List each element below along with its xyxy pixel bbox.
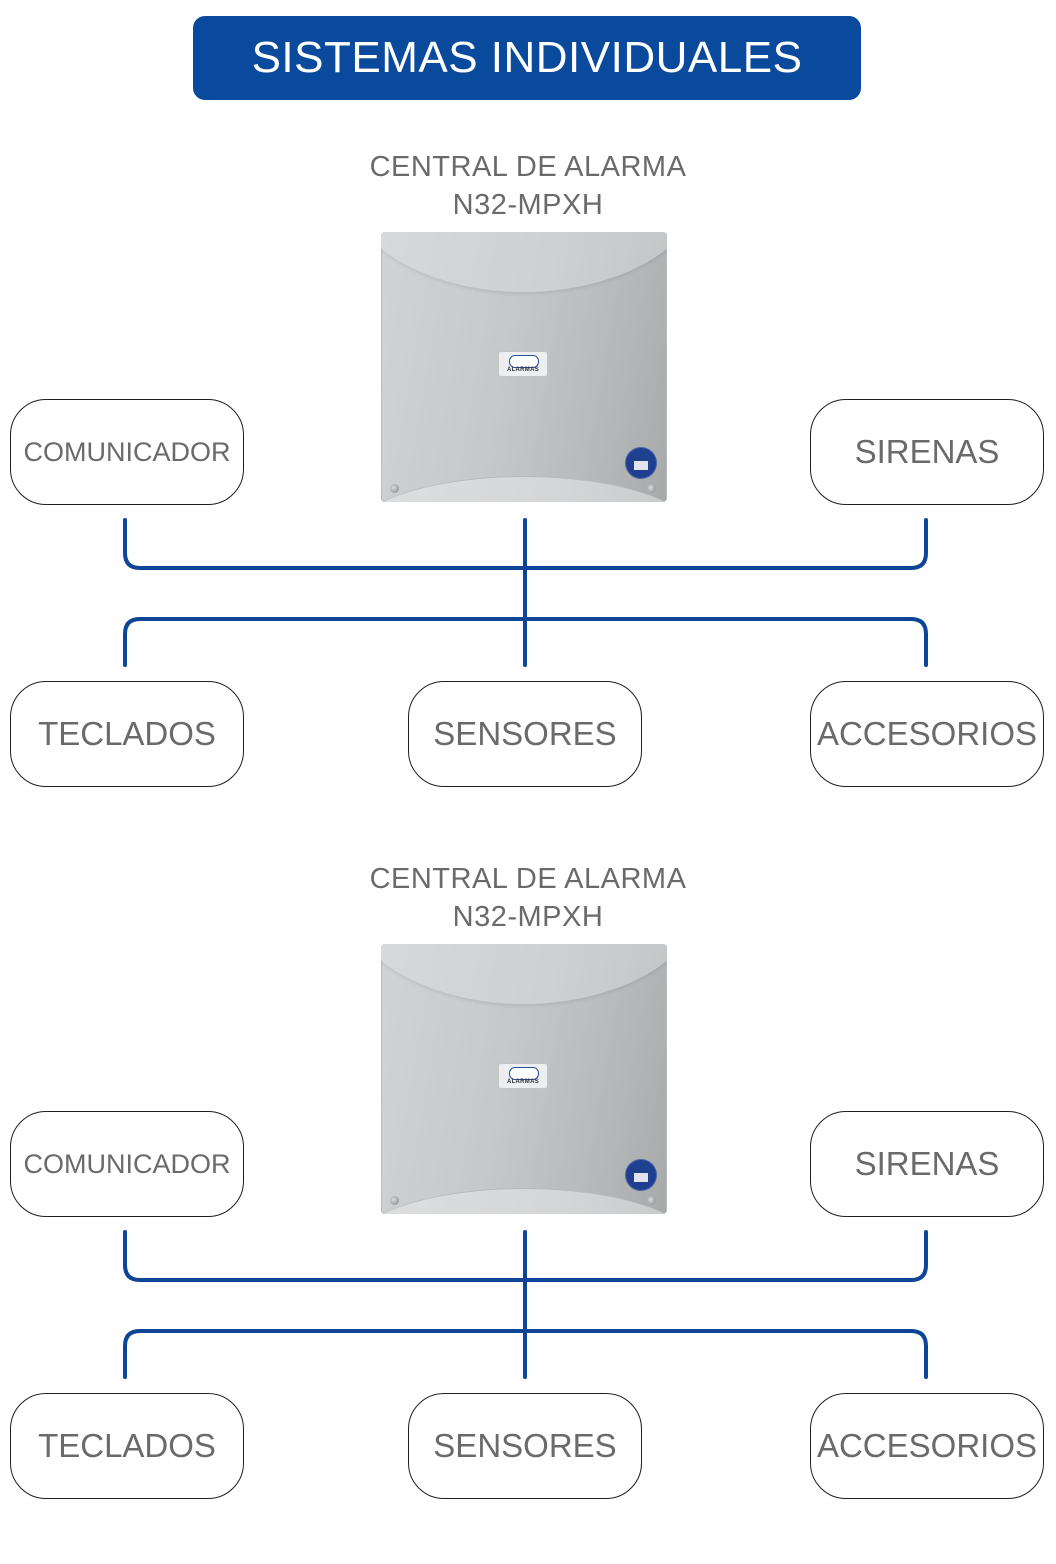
- certification-badge-icon: [626, 448, 656, 478]
- panel-caption-line1: CENTRAL DE ALARMA: [369, 151, 687, 183]
- system-diagram-1: CENTRAL DE ALARMA N32-MPXH ALARMAS COMUN…: [0, 140, 1056, 852]
- node-label: SENSORES: [433, 1427, 617, 1464]
- node-comunicador: COMUNICADOR: [10, 1111, 244, 1217]
- brand-logo: ALARMAS: [499, 352, 547, 376]
- screw-icon: [647, 1196, 656, 1205]
- brand-mark-icon: [509, 1067, 539, 1080]
- brand-logo: ALARMAS: [499, 1064, 547, 1088]
- node-label: SIRENAS: [854, 433, 1000, 470]
- node-label: SIRENAS: [854, 1145, 1000, 1182]
- connector-lower: [123, 617, 928, 667]
- node-sirenas: SIRENAS: [810, 1111, 1044, 1217]
- title-text: SISTEMAS INDIVIDUALES: [251, 33, 803, 82]
- screw-icon: [390, 484, 399, 493]
- node-sensores: SENSORES: [408, 681, 642, 787]
- node-label: COMUNICADOR: [23, 1148, 231, 1179]
- node-sirenas: SIRENAS: [810, 399, 1044, 505]
- node-label: ACCESORIOS: [816, 715, 1038, 752]
- certification-badge-icon: [626, 1160, 656, 1190]
- brand-logo-text: ALARMAS: [506, 367, 540, 373]
- node-teclados: TECLADOS: [10, 681, 244, 787]
- node-label: SENSORES: [433, 715, 617, 752]
- brand-logo-text: ALARMAS: [506, 1079, 540, 1085]
- screw-icon: [390, 1196, 399, 1205]
- node-comunicador: COMUNICADOR: [10, 399, 244, 505]
- connector-lines: [123, 1230, 928, 1379]
- node-accesorios: ACCESORIOS: [810, 1393, 1044, 1499]
- system-diagram-2: CENTRAL DE ALARMA N32-MPXH ALARMAS COMUN…: [0, 852, 1056, 1564]
- node-label: TECLADOS: [38, 1427, 216, 1464]
- alarm-panel-image: ALARMAS: [381, 944, 667, 1214]
- connector-lines: [123, 518, 928, 667]
- node-label: TECLADOS: [38, 715, 216, 752]
- brand-mark-icon: [509, 355, 539, 368]
- node-label: COMUNICADOR: [23, 436, 231, 467]
- node-label: ACCESORIOS: [816, 1427, 1038, 1464]
- panel-caption-line2: N32-MPXH: [452, 901, 604, 933]
- node-accesorios: ACCESORIOS: [810, 681, 1044, 787]
- alarm-panel-image: ALARMAS: [381, 232, 667, 502]
- title-banner: SISTEMAS INDIVIDUALES: [193, 16, 861, 100]
- panel-caption-line1: CENTRAL DE ALARMA: [369, 863, 687, 895]
- screw-icon: [647, 484, 656, 493]
- panel-caption-line2: N32-MPXH: [452, 189, 604, 221]
- node-teclados: TECLADOS: [10, 1393, 244, 1499]
- node-sensores: SENSORES: [408, 1393, 642, 1499]
- connector-lower: [123, 1329, 928, 1379]
